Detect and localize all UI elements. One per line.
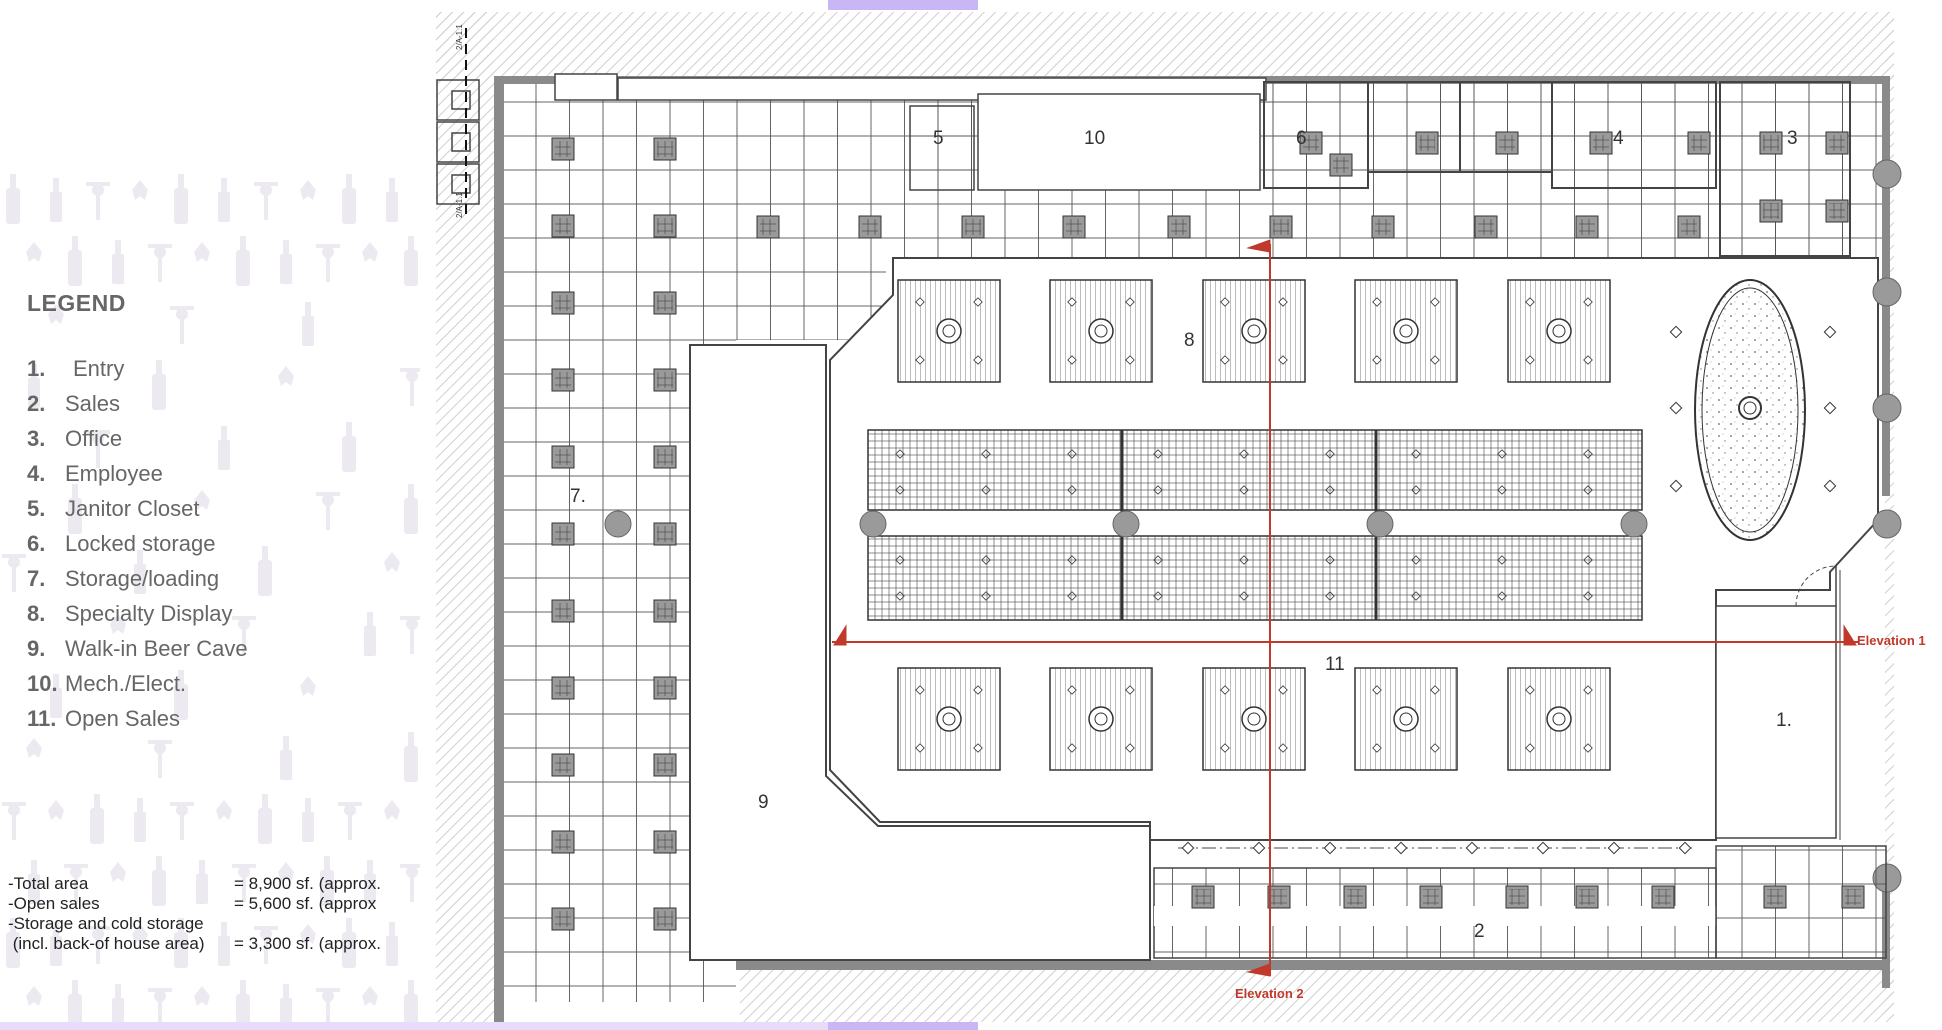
background-pattern [2,174,420,1030]
room-label-3: 3 [1787,128,1798,149]
legend-item: 5. Janitor Closet [27,491,407,526]
legend-list: 1. Entry 2. Sales 3. Office 4. Employee 5. Ja… [27,351,407,736]
legend-item-number: 5. [27,496,46,521]
legend-item-label: Sales [65,391,121,416]
room-label-7: 7. [570,486,586,507]
legend-item-number: 1. [27,356,46,381]
room-label-10: 10 [1084,128,1105,149]
legend-item: 1. Entry [27,351,407,386]
elevation-2-label: Elevation 2 [1235,986,1304,1001]
legend-item-number: 8. [27,601,46,626]
area-label: -Open sales [8,894,100,913]
legend-item-label: Walk-in Beer Cave [65,636,248,661]
section-tag-top: 2/A-1.1 [455,24,464,50]
specialty-display-fixtures [895,279,1837,813]
legend-item-number: 2. [27,391,46,416]
legend-item-label: Open Sales [65,706,180,731]
room-label-4: 4 [1613,128,1624,149]
legend-item: 3. Office [27,421,407,456]
legend-item: 9. Walk-in Beer Cave [27,631,407,666]
legend-item-label: Specialty Display [65,601,233,626]
sales-counter-area [1153,845,1887,959]
area-row: -Storage and cold storage [8,914,408,934]
legend-item: 8. Specialty Display [27,596,407,631]
legend-item-number: 7. [27,566,46,591]
legend-item-label: Storage/loading [65,566,220,591]
legend-item-number: 6. [27,531,46,556]
legend-item: 6. Locked storage [27,526,407,561]
area-row: -Open sales = 5,600 sf. (approx [8,894,408,914]
counter-fixtures [1181,841,1865,909]
walk-in-beer-cave [689,344,1151,961]
legend-item-label: Office [65,426,123,451]
top-accent-bar [828,0,978,10]
room-label-6: 6 [1296,128,1307,149]
area-label: -Total area [8,874,89,893]
bottom-accent-bar-strong [828,1022,978,1030]
legend-item-label: Janitor Closet [65,496,200,521]
bottom-accent-bar [0,1022,978,1030]
legend-item-label: Entry [73,356,125,381]
room-label-5: 5 [933,128,944,149]
legend-title: LEGEND [27,290,126,316]
legend-item-number: 10. [27,671,58,696]
gondola-runs [867,429,1643,621]
area-value: = 5,600 sf. (approx [234,894,377,913]
legend-item-number: 4. [27,461,46,486]
elevation-1-label: Elevation 1 [1857,633,1926,648]
entry-area [1715,565,1841,840]
room-label-2: 2 [1474,921,1485,942]
legend-item: 4. Employee [27,456,407,491]
area-label: (incl. back-of house area) [8,934,205,953]
legend-item-label: Employee [65,461,163,486]
area-row: (incl. back-of house area) = 3,300 sf. (a… [8,934,408,954]
area-value: = 3,300 sf. (approx. [234,934,381,953]
room-label-11: 11 [1325,654,1345,675]
legend-item-label: Locked storage [65,531,216,556]
legend-item-number: 9. [27,636,46,661]
elevation-markers [832,239,1858,977]
room-label-1: 1. [1776,710,1792,731]
area-label: -Storage and cold storage [8,914,204,933]
legend-item-number: 11. [27,706,57,731]
legend-item-label: Mech./Elect. [65,671,187,696]
legend: LEGEND 1. Entry 2. Sales 3. Office 4. Employ… [27,290,407,736]
legend-item: 11. Open Sales [27,701,407,736]
area-summary: -Total area = 8,900 sf. (approx. -Open sa… [8,874,408,954]
area-row: -Total area = 8,900 sf. (approx. [8,874,408,894]
exterior-hatch [436,12,1894,1022]
storage-fixtures [551,131,1849,931]
door-units [436,79,480,205]
legend-item: 10. Mech./Elect. [27,666,407,701]
oval-display [1694,279,1806,541]
room-label-9: 9 [758,792,769,813]
legend-item: 2. Sales [27,386,407,421]
legend-item-number: 3. [27,426,46,451]
room-label-8: 8 [1184,330,1195,351]
area-value: = 8,900 sf. (approx. [234,874,381,893]
section-tag-bottom: 2/A-1.1 [455,192,464,218]
legend-item: 7. Storage/loading [27,561,407,596]
